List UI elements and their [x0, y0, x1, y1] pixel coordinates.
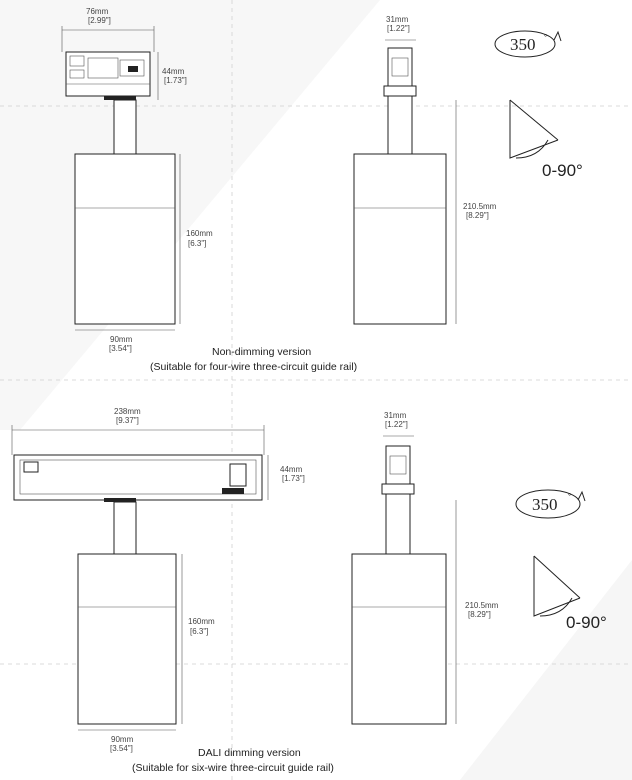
tilt-angle: 0-90°	[566, 613, 607, 632]
dim-body-width-mm: 90mm	[110, 335, 133, 344]
lamp-body	[77, 553, 177, 725]
dim-side-width-mm: 31mm	[386, 15, 409, 24]
dim-side-width-in: [1.22"]	[387, 24, 410, 33]
caption-line2: (Suitable for six-wire three-circuit gui…	[132, 762, 334, 774]
dim-track-width-in: [9.37"]	[116, 416, 139, 425]
dim-track-height-in: [1.73"]	[282, 474, 305, 483]
bottom-side-view	[351, 435, 457, 725]
background-shade-2	[460, 560, 632, 780]
dim-body-width-mm: 90mm	[111, 735, 134, 744]
top-front-view	[61, 26, 181, 331]
dim-side-width-in: [1.22"]	[385, 420, 408, 429]
top-rotation-indicator	[494, 30, 562, 58]
dim-body-height-mm: 160mm	[186, 229, 213, 238]
dim-track-width-mm: 238mm	[114, 407, 141, 416]
rotation-value: 350	[510, 35, 536, 54]
track-adapter	[65, 51, 151, 97]
bottom-rotation-indicator	[515, 489, 586, 519]
lamp-body-side	[351, 553, 447, 725]
rotation-degree: °	[544, 33, 547, 42]
caption-line1: Non-dimming version	[212, 346, 311, 358]
track-adapter-long	[13, 454, 263, 501]
dim-track-height-mm: 44mm	[280, 465, 303, 474]
dim-total-height-mm: 210.5mm	[463, 202, 497, 211]
dim-side-width-mm: 31mm	[384, 411, 407, 420]
dim-track-width-in: [2.99"]	[88, 16, 111, 25]
bottom-tilt-indicator	[533, 555, 581, 617]
dim-body-height-mm: 160mm	[188, 617, 215, 626]
dim-body-width-in: [3.54"]	[109, 344, 132, 353]
stem	[113, 501, 137, 555]
dim-total-height-in: [8.29"]	[466, 211, 489, 220]
lamp-body-side	[353, 153, 447, 325]
top-side-view	[353, 39, 457, 325]
dim-total-height-in: [8.29"]	[468, 610, 491, 619]
dim-track-width-mm: 76mm	[86, 7, 109, 16]
dim-body-height-in: [6.3"]	[188, 239, 206, 248]
top-tilt-indicator	[509, 99, 559, 159]
rotation-value: 350	[532, 495, 558, 514]
dim-track-height-mm: 44mm	[162, 67, 185, 76]
rotation-degree: °	[568, 492, 571, 501]
caption-line2: (Suitable for four-wire three-circuit gu…	[150, 361, 357, 373]
dim-track-height-in: [1.73"]	[164, 76, 187, 85]
tilt-angle: 0-90°	[542, 161, 583, 180]
lamp-body	[74, 153, 176, 325]
stem	[113, 99, 137, 155]
dim-body-width-in: [3.54"]	[110, 744, 133, 753]
caption-line1: DALI dimming version	[198, 747, 301, 759]
bottom-front-view	[11, 425, 269, 731]
dim-total-height-mm: 210.5mm	[465, 601, 499, 610]
dim-body-height-in: [6.3"]	[190, 627, 208, 636]
